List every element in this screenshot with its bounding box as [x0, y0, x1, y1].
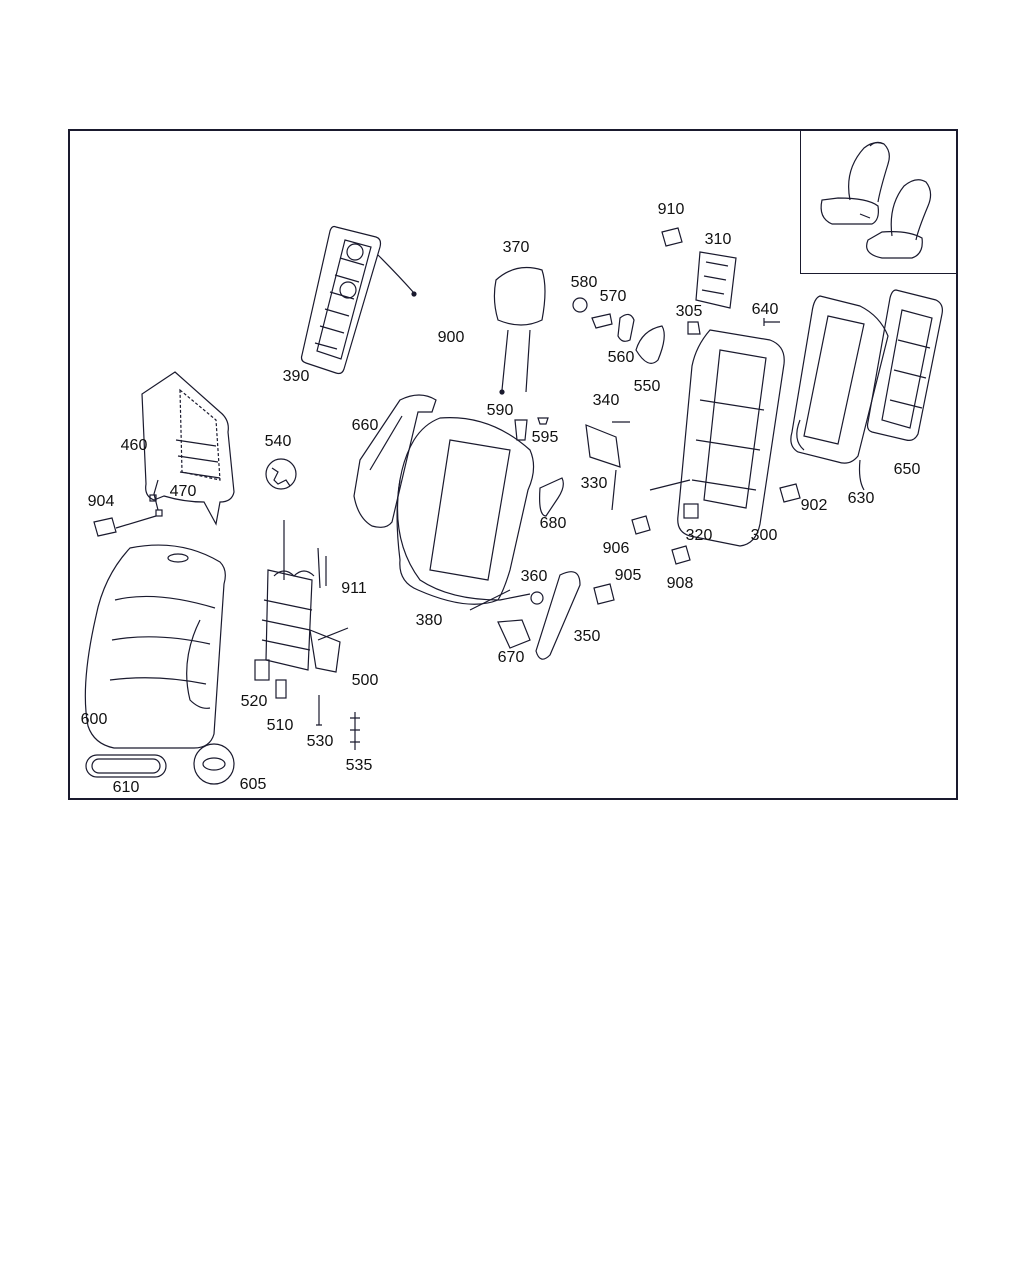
label-605: 605 [239, 776, 267, 793]
part-580-ring [572, 297, 588, 313]
label-680: 680 [539, 515, 567, 532]
label-910: 910 [657, 201, 685, 218]
part-670-trim [497, 619, 531, 649]
part-570-screw [591, 313, 613, 329]
label-580: 580 [570, 274, 598, 291]
part-460-470-heating-mat [141, 371, 235, 526]
part-905-connector [593, 583, 615, 605]
diagram-frame [68, 129, 958, 800]
part-560-bracket [617, 313, 635, 342]
label-595: 595 [531, 429, 559, 446]
label-310: 310 [704, 231, 732, 248]
part-640-bolt [763, 318, 780, 326]
label-330: 330 [580, 475, 608, 492]
part-908-connector [671, 545, 691, 565]
part-540-service-icon [265, 458, 297, 490]
label-570: 570 [599, 288, 627, 305]
part-550-cover [635, 325, 665, 364]
part-390-back-panel [300, 225, 417, 375]
label-905: 905 [614, 567, 642, 584]
part-605-emblem [193, 743, 235, 785]
part-350-side-cover [535, 571, 581, 660]
label-370: 370 [502, 239, 530, 256]
part-910-connector [661, 227, 683, 247]
label-540: 540 [264, 433, 292, 450]
leader-904 [115, 515, 157, 529]
label-360: 360 [520, 568, 548, 585]
part-906-connector [631, 515, 651, 535]
label-902: 902 [800, 497, 828, 514]
label-906: 906 [602, 540, 630, 557]
part-904-connector [93, 517, 117, 537]
part-902-connector [779, 483, 801, 503]
label-460: 460 [120, 437, 148, 454]
label-320: 320 [685, 527, 713, 544]
label-510: 510 [266, 717, 294, 734]
label-600: 600 [80, 711, 108, 728]
label-380: 380 [415, 612, 443, 629]
label-550: 550 [633, 378, 661, 395]
label-535: 535 [345, 757, 373, 774]
label-340: 340 [592, 392, 620, 409]
label-520: 520 [240, 693, 268, 710]
label-650: 650 [893, 461, 921, 478]
label-911: 911 [341, 580, 367, 597]
part-660-side-panel [353, 394, 437, 528]
part-590-guide [514, 419, 528, 441]
seat-overview-inset [800, 129, 958, 274]
part-370-headrest [493, 267, 546, 395]
part-305-clip [687, 321, 701, 335]
label-660: 660 [351, 417, 379, 434]
part-300-backrest-frame [649, 329, 785, 547]
part-380-backrest-cushion [396, 417, 535, 611]
part-911-lumbar-assembly [254, 520, 360, 750]
label-560: 560 [607, 349, 635, 366]
label-500: 500 [351, 672, 379, 689]
part-310-motor [695, 251, 737, 309]
part-680-trim [539, 477, 564, 517]
label-670: 670 [497, 649, 525, 666]
part-650-rear-frame [866, 289, 943, 441]
label-908: 908 [666, 575, 694, 592]
label-610: 610 [112, 779, 140, 796]
label-630: 630 [847, 490, 875, 507]
part-330-rod [611, 469, 617, 511]
label-530: 530 [306, 733, 334, 750]
label-470: 470 [169, 483, 197, 500]
label-900: 900 [437, 329, 465, 346]
part-610-badge [85, 754, 167, 778]
label-300: 300 [750, 527, 778, 544]
label-640: 640 [751, 301, 779, 318]
inset-seat-drawing [820, 141, 932, 259]
part-595-clip [537, 417, 549, 425]
part-340-mechanism [585, 424, 621, 468]
label-590: 590 [486, 402, 514, 419]
part-630-frame [790, 295, 889, 491]
part-360-button [530, 591, 544, 605]
label-390: 390 [282, 368, 310, 385]
label-904: 904 [87, 493, 115, 510]
label-350: 350 [573, 628, 601, 645]
label-305: 305 [675, 303, 703, 320]
part-600-seat-cover [84, 544, 226, 749]
